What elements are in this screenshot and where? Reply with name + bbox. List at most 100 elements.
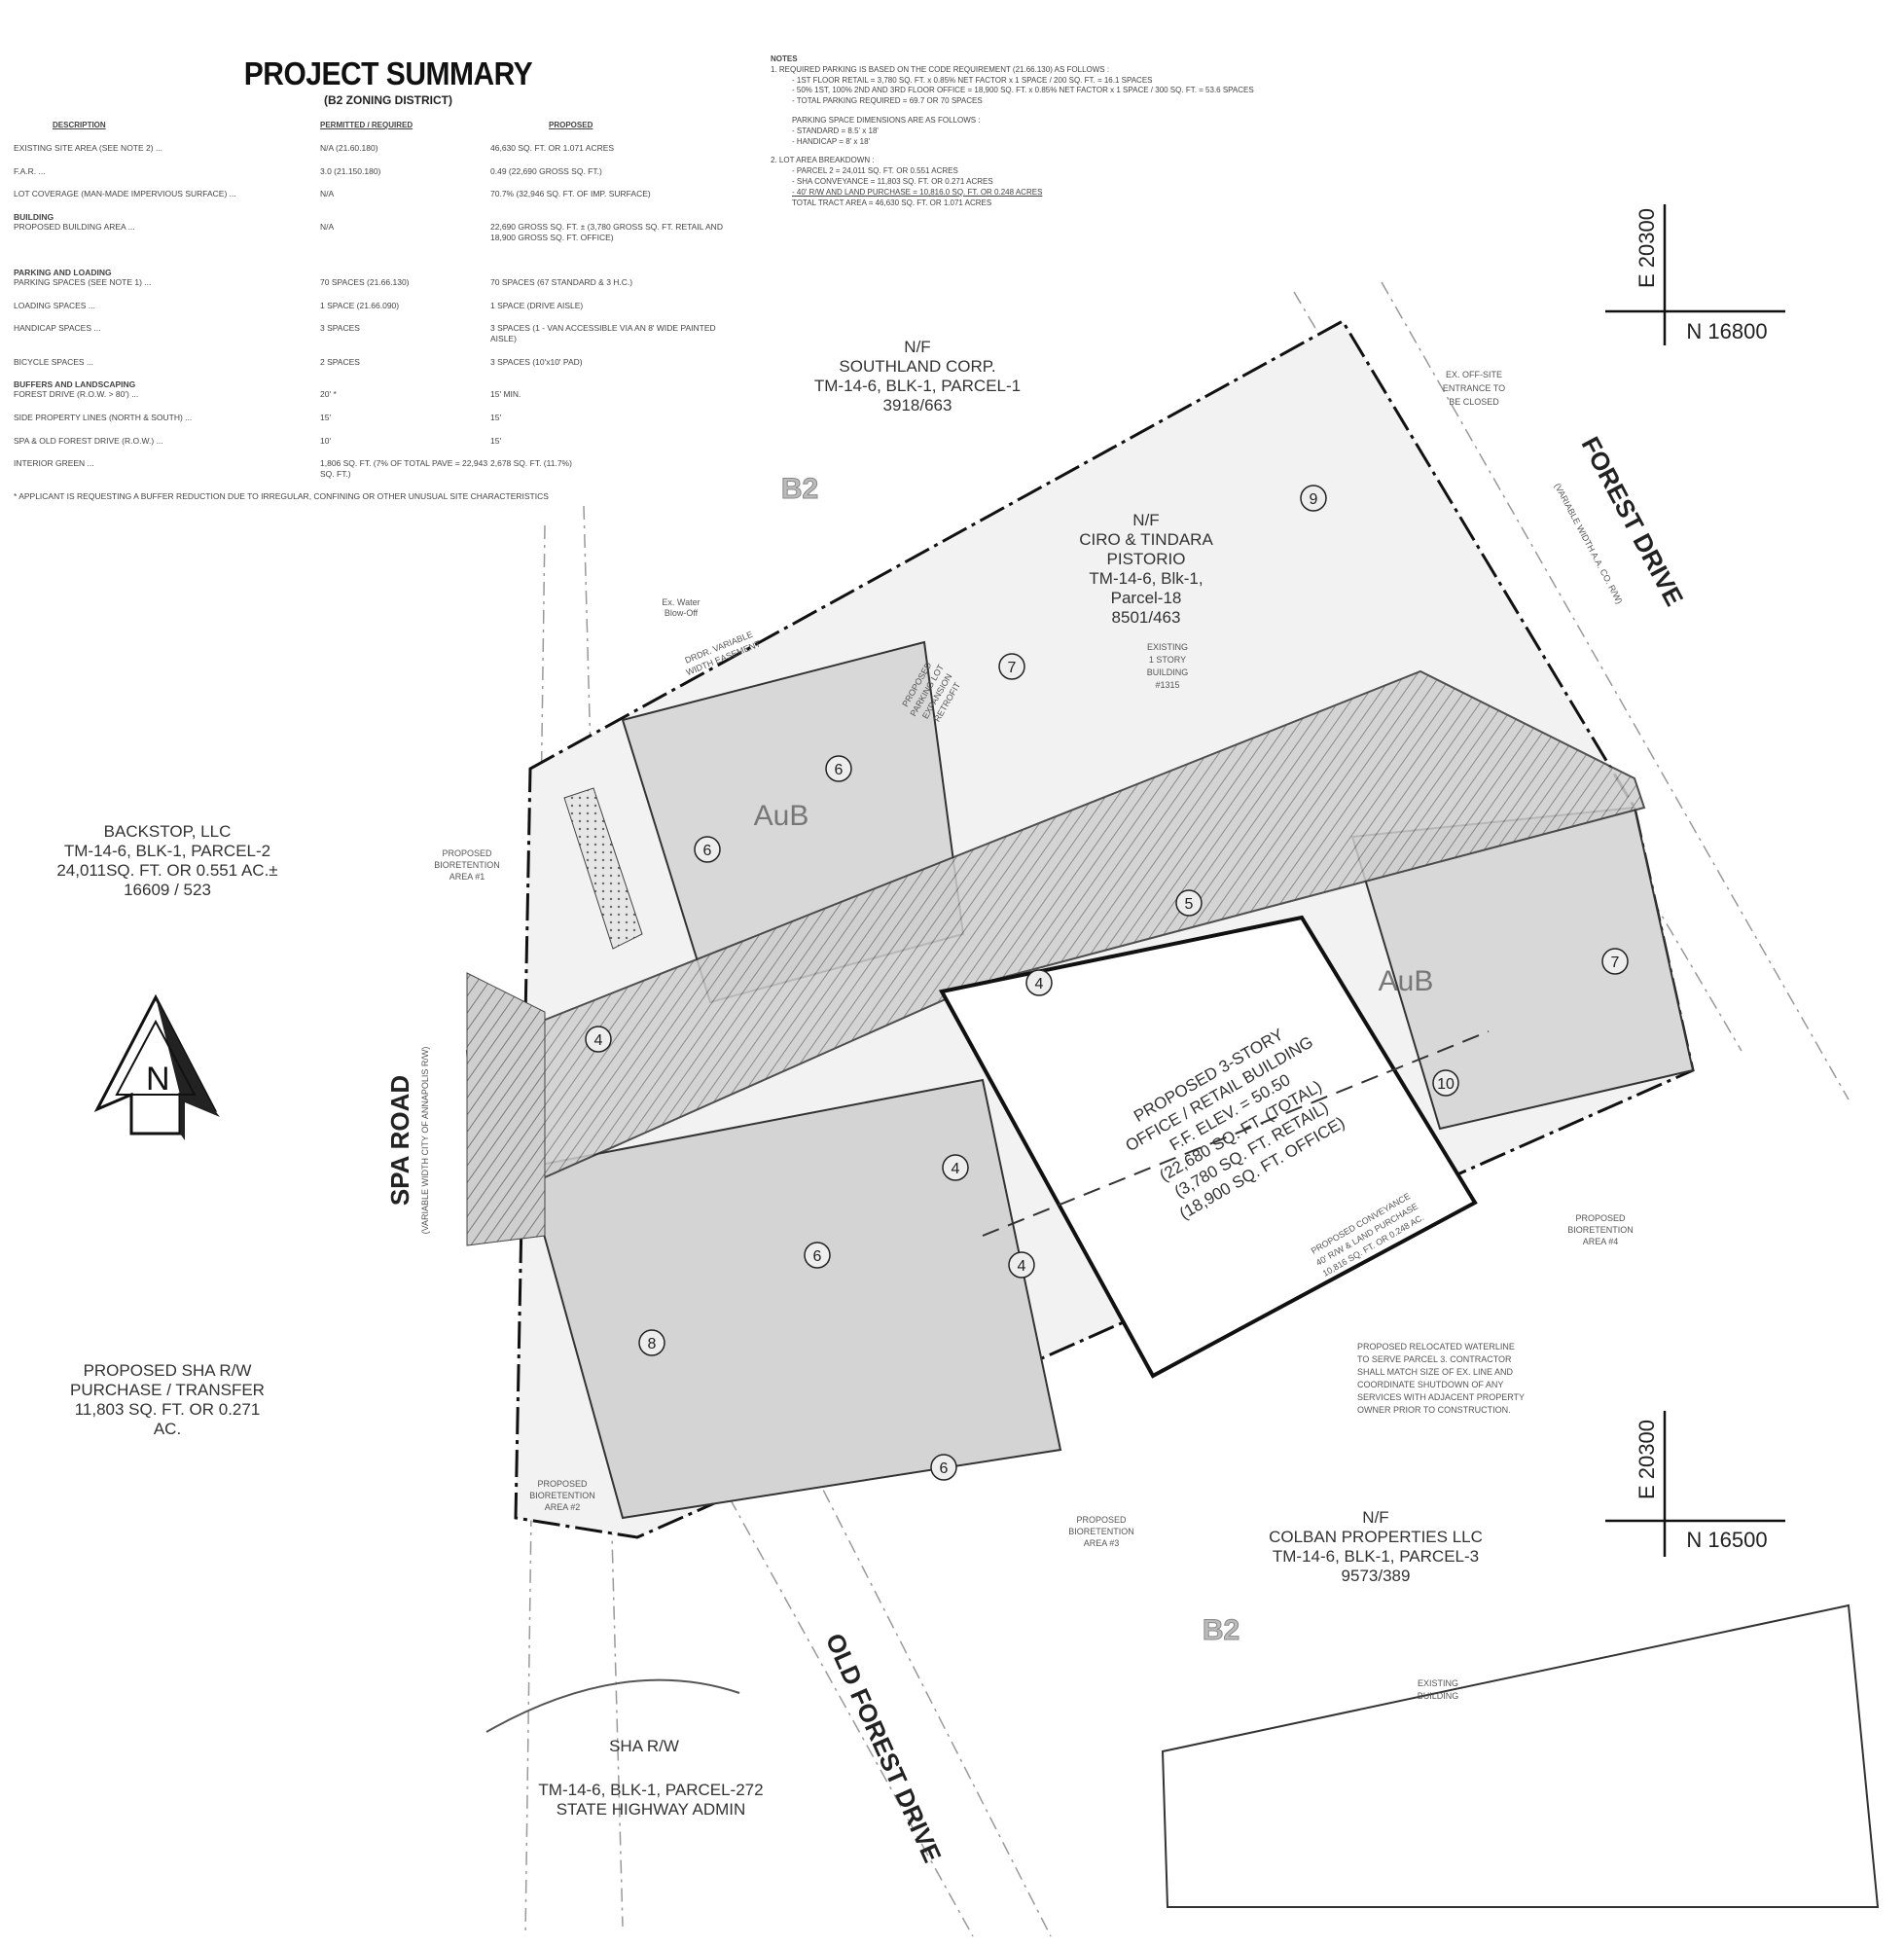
- note-dims: PARKING SPACE DIMENSIONS ARE AS FOLLOWS …: [792, 115, 981, 125]
- note-2: 2. LOT AREA BREAKDOWN :: [771, 156, 875, 165]
- parking-count-circle: [1601, 948, 1629, 975]
- ciro-parcel-label-line: N/F: [1132, 511, 1159, 529]
- coord-e-bottom: E 20300: [1635, 1420, 1659, 1499]
- existing-building-label-line: BUILDING: [1418, 1691, 1459, 1701]
- parking-count-label: 7: [1611, 955, 1620, 971]
- summary-cell-p: 3 SPACES: [320, 323, 360, 334]
- parking-count-label: 8: [648, 1336, 657, 1352]
- parking-count-label: 6: [703, 843, 712, 859]
- forest-drive-sub: (VARIABLE WIDTH A.A. CO. R/W): [1553, 482, 1625, 605]
- summary-cell-r: 15' MIN.: [490, 389, 521, 400]
- forest-drive-sub-line: (VARIABLE WIDTH A.A. CO. R/W): [1553, 482, 1625, 605]
- coord-n-top-line: N 16800: [1686, 319, 1767, 343]
- building-label-line: (3,780 SQ. FT. RETAIL): [1171, 1098, 1332, 1201]
- forest-drive-label: FOREST DRIVE: [1576, 432, 1690, 611]
- proposed-building: [938, 915, 1478, 1379]
- summary-row: FOREST DRIVE (R.O.W. > 80') ...20' *15' …: [14, 389, 763, 400]
- parking-count-label: 4: [1018, 1258, 1026, 1275]
- note-1c: - TOTAL PARKING REQUIRED = 69.7 OR 70 SP…: [792, 96, 983, 106]
- parking-count-circle: [1175, 889, 1203, 917]
- parking-count-label: 9: [1310, 491, 1318, 508]
- waterline-label-line: OWNER PRIOR TO CONSTRUCTION.: [1357, 1405, 1511, 1415]
- parking-lot-east: [1350, 806, 1695, 1131]
- existing-building-footprint: [1011, 368, 1383, 770]
- existing-1story-label-line: #1315: [1155, 680, 1179, 690]
- southland-parcel-label-line: N/F: [904, 338, 930, 356]
- parking-count-circle: [585, 1026, 612, 1053]
- parking-count-circle: [804, 1242, 831, 1269]
- southland-parcel-label-line: TM-14-6, BLK-1, PARCEL-1: [814, 377, 1021, 395]
- existing-1story-label-line: BUILDING: [1147, 667, 1189, 677]
- coord-e-bottom-line: E 20300: [1635, 1420, 1659, 1499]
- easement-label-line: DRDR. VARIABLE: [684, 630, 755, 666]
- summary-cell-r: 15': [490, 435, 502, 446]
- bioretention-2-label-line: AREA #2: [545, 1502, 581, 1512]
- parking-count-circle: [1432, 1069, 1459, 1097]
- summary-row: F.A.R. ...3.0 (21.150.180)0.49 (22,690 G…: [14, 166, 763, 177]
- summary-cell-r: 3 SPACES (10'x10' PAD): [490, 356, 583, 367]
- summary-cell-d: PROPOSED BUILDING AREA ...: [14, 221, 135, 232]
- parking-lot-south: [523, 1078, 1062, 1520]
- parking-count-circle: [825, 755, 852, 782]
- summary-cell-r: 70 SPACES (67 STANDARD & 3 H.C.): [490, 277, 633, 288]
- southland-parcel-label-line: SOUTHLAND CORP.: [839, 357, 995, 376]
- hatched-drive-aisle: [465, 669, 1646, 1189]
- note-2a: - PARCEL 2 = 24,011 SQ. FT. OR 0.551 ACR…: [792, 166, 958, 176]
- parking-count-circle: [1025, 969, 1053, 996]
- parking-count-label: 10: [1437, 1076, 1455, 1093]
- summary-cell-p: 70 SPACES (21.66.130): [320, 277, 410, 288]
- parking-count-label: 6: [940, 1460, 949, 1477]
- zone-b2-south-line: B2: [1203, 1614, 1239, 1646]
- site-boundary: [514, 318, 1695, 1539]
- backstop-parcel-label-line: 24,011SQ. FT. OR 0.551 AC.±: [56, 861, 277, 880]
- existing-building-outline: [1161, 1604, 1880, 1908]
- parking-count-circle: [930, 1454, 957, 1481]
- backstop-parcel-label-line: 16609 / 523: [124, 881, 211, 899]
- note-1b: - 50% 1ST, 100% 2ND AND 3RD FLOOR OFFICE…: [792, 86, 1254, 95]
- coordinate-ticks: [1605, 204, 1785, 1557]
- bioretention-4-label-line: PROPOSED: [1575, 1213, 1626, 1223]
- summary-header: DESCRIPTION PERMITTED / REQUIRED PROPOSE…: [14, 121, 763, 130]
- summary-cell-d: PARKING SPACES (SEE NOTE 1) ...: [14, 277, 152, 288]
- sha-purchase-label-line: PROPOSED SHA R/W: [84, 1361, 252, 1380]
- ciro-parcel-label-line: CIRO & TINDARA: [1079, 530, 1213, 549]
- soil-aub-north-line: AuB: [754, 800, 809, 832]
- old-forest-drive-label-line: OLD FOREST DRIVE: [820, 1629, 948, 1866]
- sha-admin-label-line: STATE HIGHWAY ADMIN: [557, 1800, 746, 1819]
- summary-row: LOADING SPACES ...1 SPACE (21.66.090)1 S…: [14, 301, 763, 311]
- summary-cell-d: F.A.R. ...: [14, 165, 46, 176]
- building-label-line: F.F. ELEV. = 50.50: [1167, 1070, 1294, 1154]
- bioretention-1-label-line: PROPOSED: [442, 848, 492, 858]
- sha-purchase-label-line: AC.: [154, 1420, 181, 1438]
- parking-count-label: 6: [835, 762, 844, 778]
- parking-heading: PARKING AND LOADING: [14, 268, 112, 278]
- coord-n-top: N 16800: [1686, 319, 1767, 343]
- spa-road-sub: (VARIABLE WIDTH CITY OF ANNAPOLIS R/W): [420, 1047, 430, 1235]
- note-1: 1. REQUIRED PARKING IS BASED ON THE CODE…: [771, 64, 1110, 74]
- summary-cell-r: 15': [490, 412, 502, 422]
- bioretention-3-label-line: AREA #3: [1084, 1538, 1120, 1548]
- parking-count-circle: [998, 653, 1025, 680]
- project-summary-table: PROJECT SUMMARY (B2 ZONING DISTRICT) DES…: [14, 56, 763, 501]
- summary-cell-r: 22,690 GROSS SQ. FT. ± (3,780 GROSS SQ. …: [490, 221, 723, 242]
- summary-cell-p: 1 SPACE (21.66.090): [320, 300, 400, 310]
- road-lines: [524, 281, 1850, 1937]
- conveyance-line: [982, 1030, 1490, 1237]
- bioretention-2-label-line: PROPOSED: [537, 1479, 588, 1489]
- building-label-line: OFFICE / RETAIL BUILDING: [1123, 1032, 1316, 1155]
- bioretention-4-label-line: BIORETENTION: [1567, 1225, 1634, 1235]
- col-proposed: PROPOSED: [549, 121, 593, 129]
- existing-1story-label-line: EXISTING: [1147, 642, 1188, 652]
- summary-cell-p: N/A: [320, 189, 335, 199]
- summary-cell-d: HANDICAP SPACES ...: [14, 323, 101, 334]
- summary-cell-d: LOT COVERAGE (MAN-MADE IMPERVIOUS SURFAC…: [14, 189, 236, 199]
- spa-road-label-line: SPA ROAD: [385, 1075, 414, 1206]
